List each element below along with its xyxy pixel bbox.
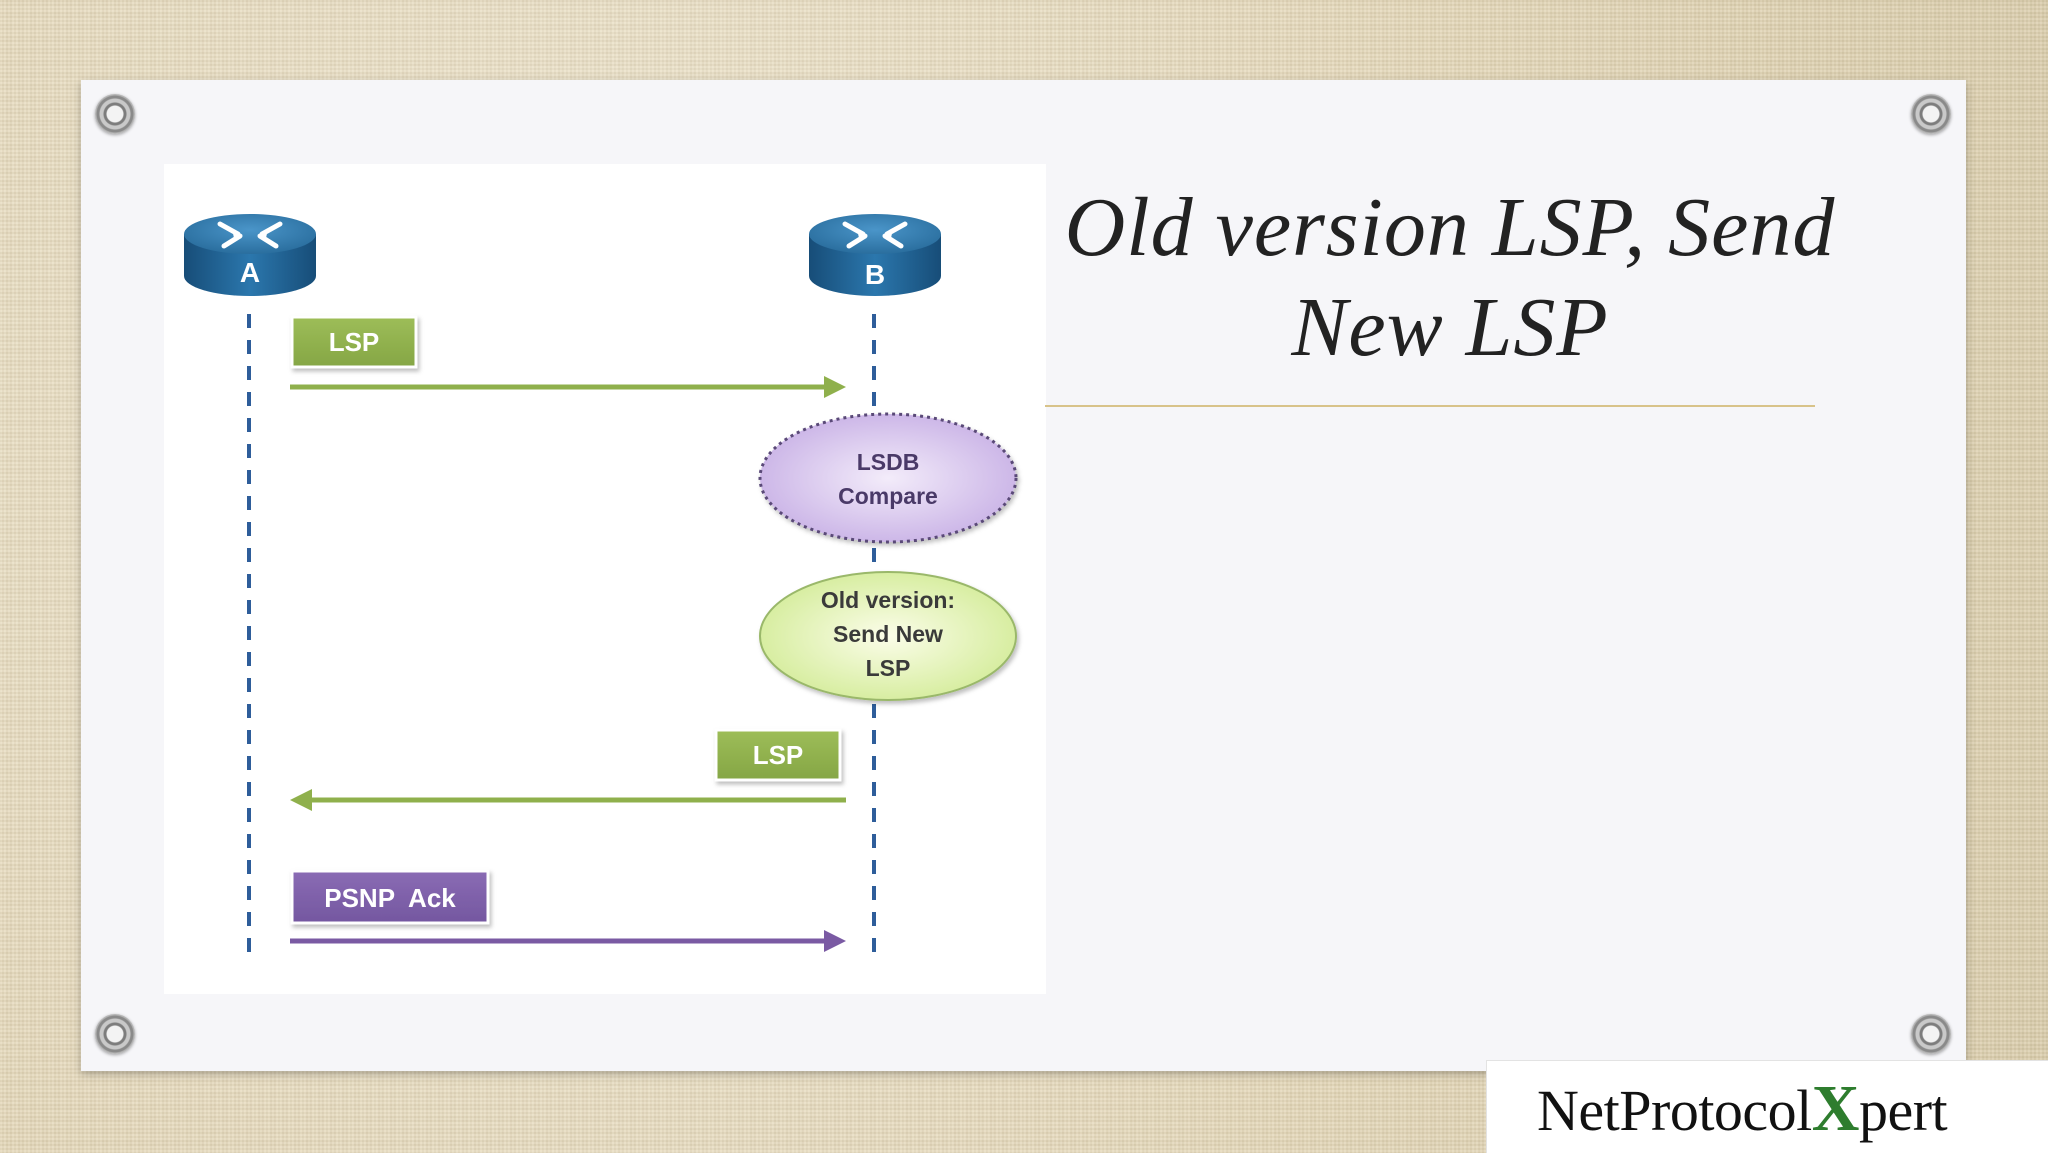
brand-logo: NetProtocolXpert bbox=[1486, 1060, 2048, 1153]
psnp-ack-box bbox=[290, 869, 490, 925]
logo-text-pre: NetProtocol bbox=[1537, 1078, 1812, 1143]
grommet-bottom-right bbox=[1911, 1014, 1951, 1054]
lsdb-compare-line1: LSDB bbox=[857, 449, 920, 475]
router-a-label: A bbox=[240, 257, 260, 288]
lsdb-compare-line2: Compare bbox=[838, 483, 938, 509]
psnp-ack-label: PSNP Ack bbox=[324, 883, 456, 913]
lsp-label-2: LSP bbox=[753, 740, 804, 770]
grommet-bottom-left bbox=[95, 1014, 135, 1054]
old-version-line2: Send New bbox=[833, 621, 943, 647]
psnp-ack-arrow bbox=[290, 930, 846, 952]
grommet-top-left bbox=[95, 94, 135, 134]
lsp-exchange-diagram: A B LSP LSDB Compare bbox=[164, 164, 1046, 994]
lsp-box-2 bbox=[714, 728, 842, 782]
logo-x-mark: X bbox=[1811, 1072, 1860, 1145]
lsp-box-1 bbox=[290, 315, 418, 369]
logo-text-post: pert bbox=[1858, 1078, 1948, 1143]
old-version-line1: Old version: bbox=[821, 587, 955, 613]
title-divider bbox=[1045, 405, 1815, 407]
logo-wordmark: NetProtocolXpert bbox=[1537, 1071, 1948, 1147]
lsp-label-1: LSP bbox=[329, 327, 380, 357]
router-b-label: B bbox=[865, 259, 885, 290]
slide-title: Old version LSP, Send New LSP bbox=[1064, 181, 1836, 374]
router-b-icon bbox=[809, 214, 941, 296]
lsp-arrow-2 bbox=[290, 789, 846, 811]
router-a-icon bbox=[184, 214, 316, 296]
lsp-arrow-1 bbox=[290, 376, 846, 398]
lsdb-compare-bubble bbox=[758, 412, 1018, 544]
grommet-top-right bbox=[1911, 94, 1951, 134]
old-version-line3: LSP bbox=[866, 655, 911, 681]
old-version-bubble bbox=[759, 571, 1017, 701]
